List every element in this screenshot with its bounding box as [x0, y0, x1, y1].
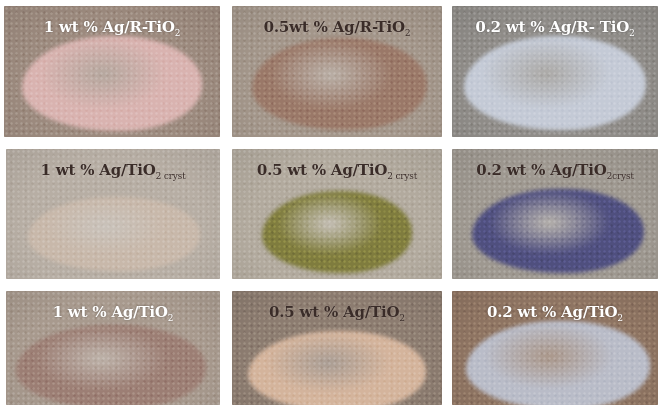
- sample-label: 1 wt % Ag/TiO2: [52, 303, 174, 324]
- powder-pile: [248, 331, 426, 405]
- powder-pile: [466, 321, 650, 405]
- sample-label: 0.5 wt % Ag/TiO2: [269, 303, 405, 324]
- powder-texture: [452, 6, 658, 137]
- powder-texture: [232, 291, 442, 405]
- sample-label: 0.2 wt % Ag/TiO2: [487, 303, 623, 324]
- sample-tile-4: 1 wt % Ag/TiO2 cryst: [6, 149, 220, 279]
- powder-texture: [452, 149, 658, 279]
- powder-pile: [28, 197, 200, 271]
- sample-tile-5: 0.5 wt % Ag/TiO2 cryst: [232, 149, 442, 279]
- sample-label: 0.2 wt % Ag/R- TiO2: [475, 18, 635, 39]
- sample-tile-3: 0.2 wt % Ag/R- TiO2: [452, 6, 658, 137]
- sample-tile-1: 1 wt % Ag/R-TiO2: [4, 6, 220, 137]
- powder-texture: [452, 291, 658, 405]
- powder-pile: [472, 189, 644, 273]
- sample-label: 1 wt % Ag/R-TiO2: [43, 18, 181, 39]
- sample-tile-9: 0.2 wt % Ag/TiO2: [452, 291, 658, 405]
- powder-texture: [232, 6, 442, 137]
- powder-pile: [22, 36, 202, 131]
- powder-texture: [4, 6, 220, 137]
- powder-texture: [232, 149, 442, 279]
- powder-pile: [16, 325, 206, 405]
- powder-texture: [6, 291, 220, 405]
- sample-label: 0.5wt % Ag/R-TiO2: [263, 18, 411, 39]
- powder-texture: [6, 149, 220, 279]
- sample-label: 0.5 wt % Ag/TiO2 cryst: [256, 161, 418, 182]
- powder-pile: [262, 191, 412, 273]
- powder-pile: [464, 36, 646, 130]
- sample-label: 0.2 wt % Ag/TiO2cryst: [476, 161, 634, 182]
- sample-label: 1 wt % Ag/TiO2 cryst: [40, 161, 186, 182]
- sample-tile-2: 0.5wt % Ag/R-TiO2: [232, 6, 442, 137]
- sample-tile-6: 0.2 wt % Ag/TiO2cryst: [452, 149, 658, 279]
- powder-pile: [252, 38, 427, 130]
- sample-tile-7: 1 wt % Ag/TiO2: [6, 291, 220, 405]
- sample-tile-8: 0.5 wt % Ag/TiO2: [232, 291, 442, 405]
